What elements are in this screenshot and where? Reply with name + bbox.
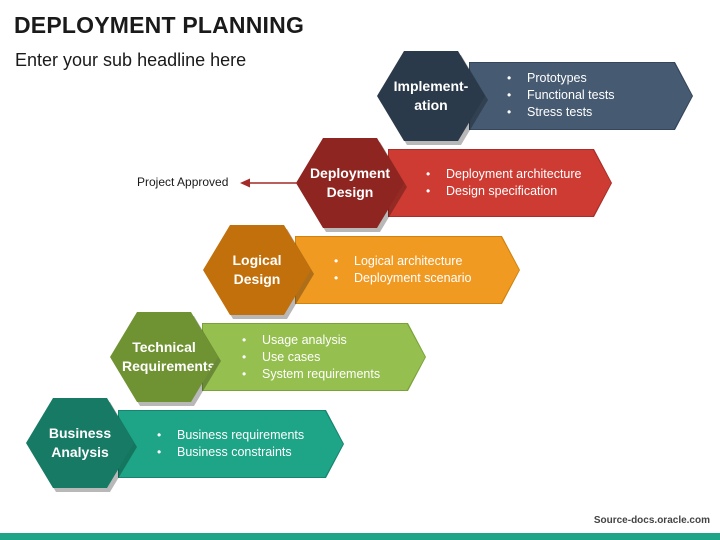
sub-headline: Enter your sub headline here bbox=[15, 50, 247, 70]
step-bullet: Usage analysis bbox=[240, 332, 380, 349]
footer-bar bbox=[0, 533, 720, 540]
step-label: Deployment Design bbox=[309, 165, 391, 200]
step-bullet: Logical architecture bbox=[332, 253, 471, 270]
step-hexagon: Logical Design bbox=[203, 225, 311, 315]
page-title: DEPLOYMENT PLANNING bbox=[14, 12, 305, 38]
step-bullet-list: Business requirementsBusiness constraint… bbox=[155, 427, 304, 461]
step-bullet: Deployment architecture bbox=[424, 166, 581, 183]
source-credit: Source-docs.oracle.com bbox=[593, 515, 710, 526]
step-bullet-list: Logical architectureDeployment scenario bbox=[332, 253, 471, 287]
step-bullet: Design specification bbox=[424, 183, 581, 200]
step-bullet: Business requirements bbox=[155, 427, 304, 444]
step-bullet: Use cases bbox=[240, 349, 380, 366]
project-approved-label: Project Approved bbox=[137, 175, 229, 189]
step-label: Implement- ation bbox=[393, 78, 469, 113]
step-bullet: Functional tests bbox=[505, 87, 615, 104]
step-label: Technical Requirements bbox=[122, 339, 216, 374]
step-hexagon: Implement- ation bbox=[377, 51, 485, 141]
step-hexagon: Business Analysis bbox=[26, 398, 134, 488]
step-bullet-list: Usage analysisUse casesSystem requiremen… bbox=[240, 332, 380, 383]
step-bullet: Deployment scenario bbox=[332, 270, 471, 287]
step-bullet: Business constraints bbox=[155, 444, 304, 461]
step-label: Logical Design bbox=[232, 252, 282, 287]
step-hexagon: Deployment Design bbox=[296, 138, 404, 228]
step-bullet: Stress tests bbox=[505, 104, 615, 121]
step-label: Business Analysis bbox=[48, 425, 112, 460]
step-bullet: Prototypes bbox=[505, 70, 615, 87]
step-hexagon: Technical Requirements bbox=[110, 312, 218, 402]
step-bullet-list: PrototypesFunctional testsStress tests bbox=[505, 70, 615, 121]
step-bullet: System requirements bbox=[240, 366, 380, 383]
step-bullet-list: Deployment architectureDesign specificat… bbox=[424, 166, 581, 200]
left-arrow-icon bbox=[240, 178, 298, 188]
